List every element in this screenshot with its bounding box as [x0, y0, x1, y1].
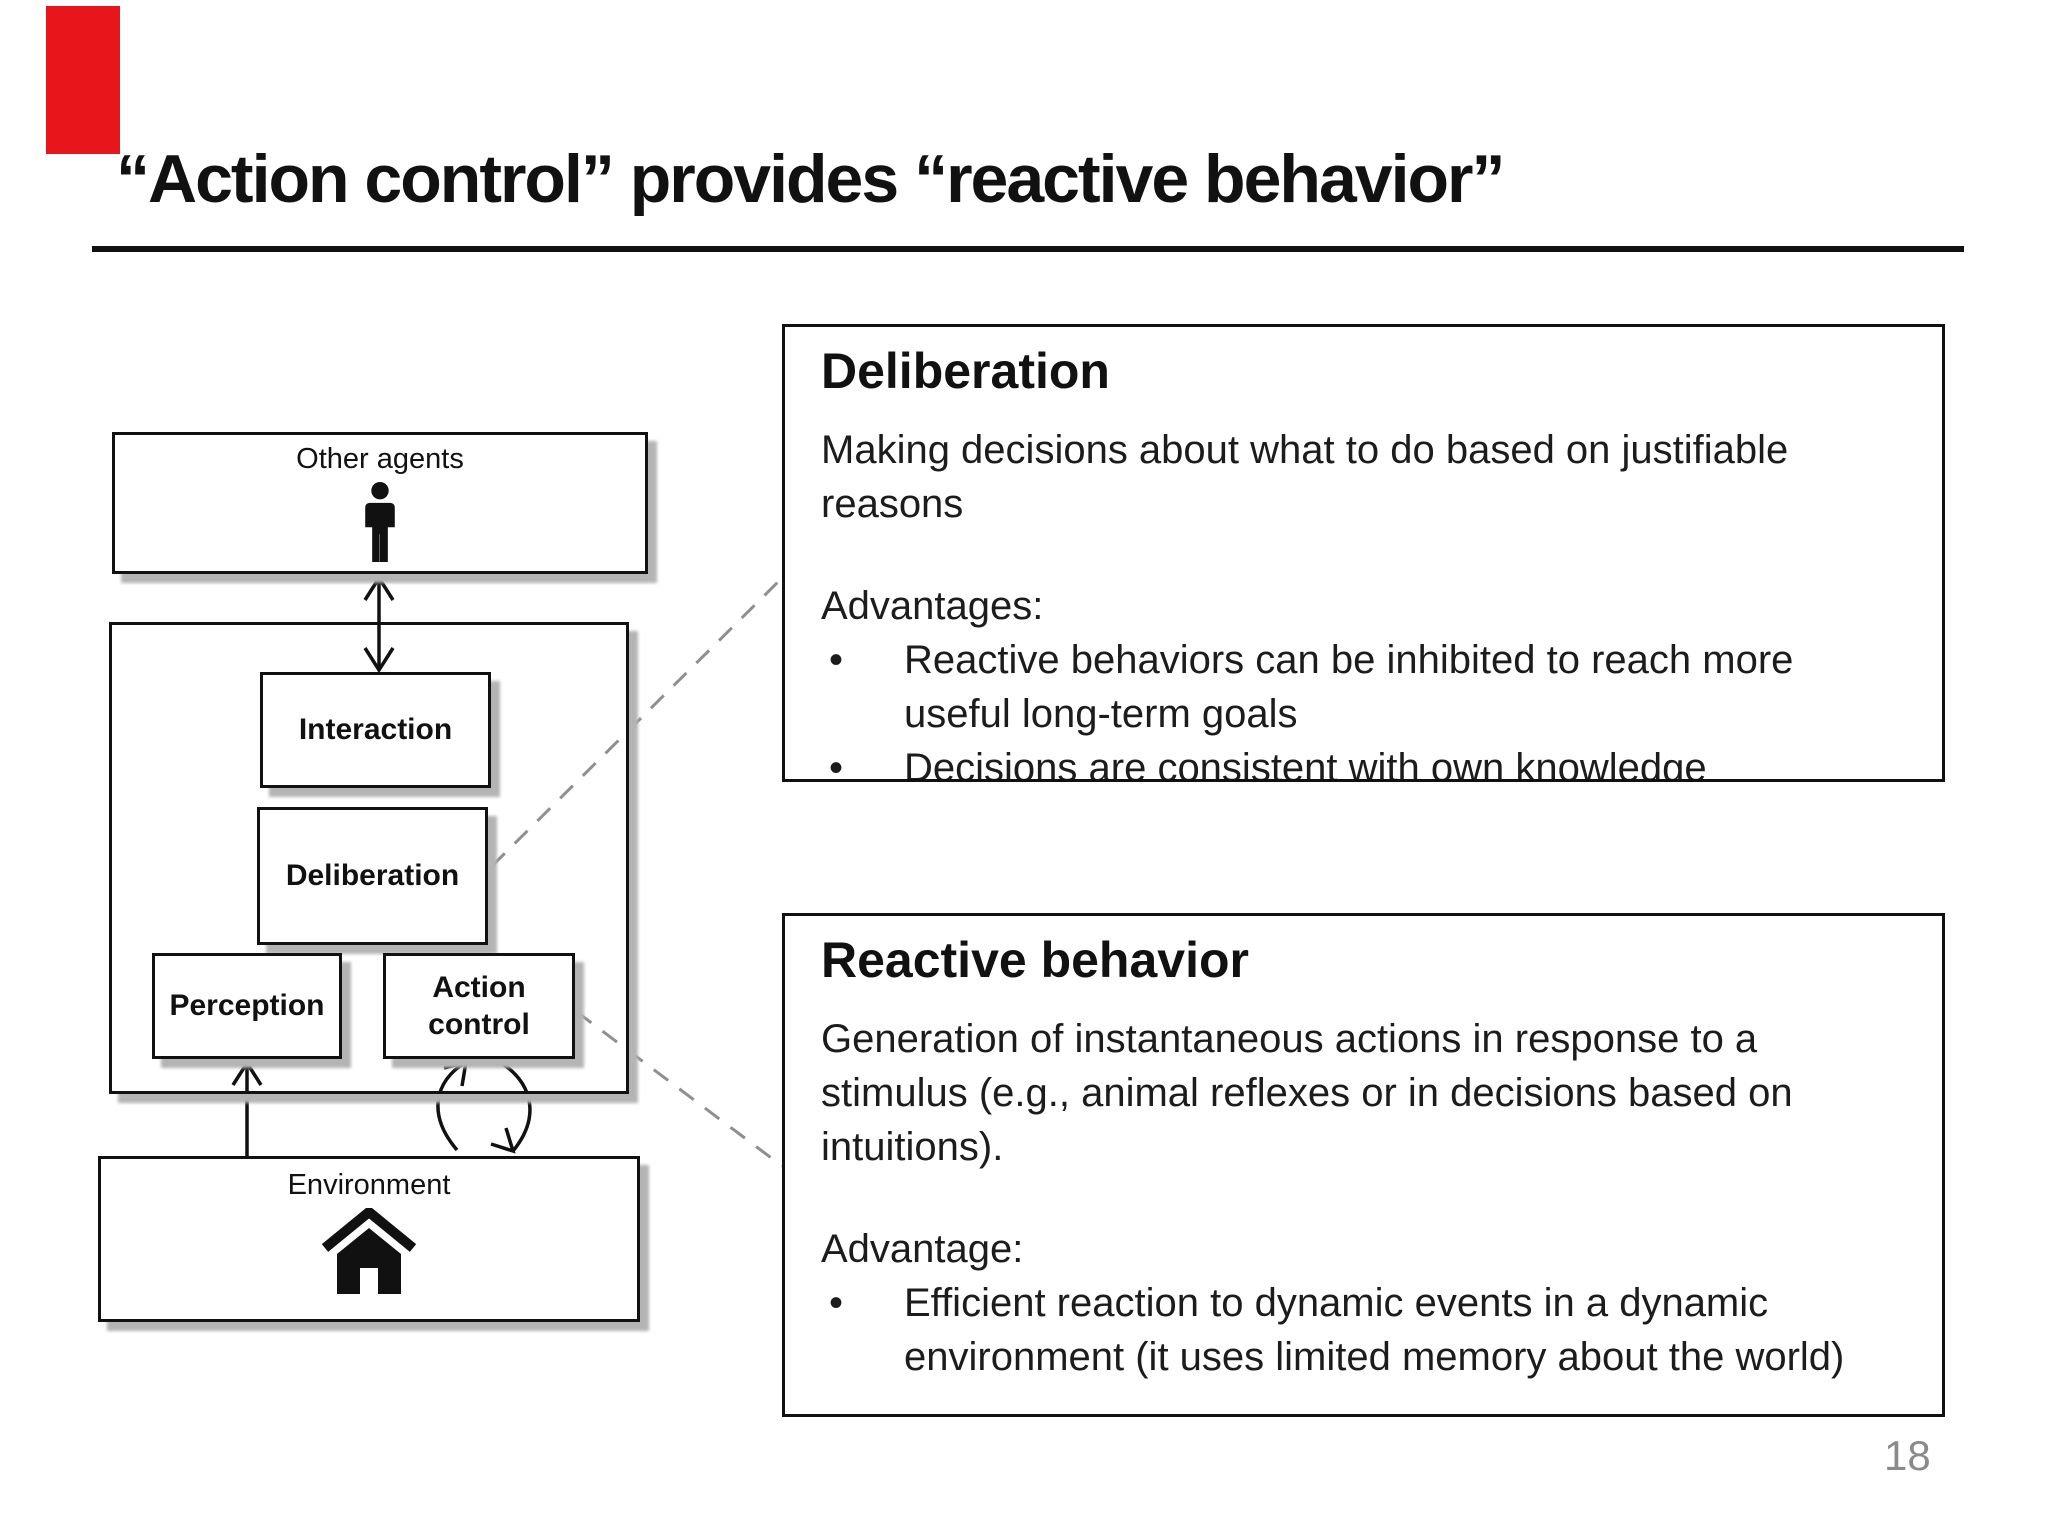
environment-label: Environment	[287, 1169, 451, 1201]
page-number: 18	[1884, 1432, 1931, 1479]
advantage-text: Efficient reaction to dynamic events in …	[904, 1280, 1845, 1379]
reactive-behavior-panel: Reactive behavior Generation of instanta…	[782, 913, 1945, 1417]
reactive-panel-title: Reactive behavior	[821, 932, 1249, 988]
action-control-box: Action control	[383, 953, 575, 1059]
bullet-icon: •	[829, 637, 844, 682]
deliberation-panel-description: Making decisions about what to do based …	[821, 427, 1789, 526]
advantages-label: Advantages:	[821, 583, 1044, 628]
list-item: • Efficient reaction to dynamic events i…	[821, 1276, 1872, 1384]
advantage-text: Reactive behaviors can be inhibited to r…	[904, 637, 1794, 736]
bullet-icon: •	[829, 1280, 844, 1325]
deliberation-panel: Deliberation Making decisions about what…	[782, 324, 1945, 782]
deliberation-panel-title: Deliberation	[821, 343, 1110, 399]
title-underline	[92, 246, 1964, 252]
page-title: “Action control” provides “reactive beha…	[116, 141, 1505, 217]
interaction-label: Interaction	[298, 713, 453, 747]
perception-label: Perception	[169, 989, 325, 1023]
other-agents-box: Other agents	[112, 432, 648, 574]
red-accent-bar	[46, 6, 120, 154]
advantage-label: Advantage:	[821, 1226, 1024, 1271]
action-control-label: Action control	[428, 970, 530, 1042]
perception-box: Perception	[152, 953, 342, 1059]
other-agents-label: Other agents	[296, 443, 464, 475]
person-icon	[115, 482, 645, 562]
bullet-icon: •	[829, 745, 844, 782]
list-item: • Reactive behaviors can be inhibited to…	[821, 633, 1872, 741]
reactive-panel-description: Generation of instantaneous actions in r…	[821, 1016, 1793, 1169]
agent-container-box	[109, 622, 629, 1094]
house-icon	[101, 1208, 637, 1296]
list-item: • Decisions are consistent with own know…	[821, 741, 1872, 782]
deliberation-box: Deliberation	[257, 807, 488, 945]
interaction-box: Interaction	[260, 672, 491, 788]
deliberation-label: Deliberation	[285, 859, 460, 893]
environment-box: Environment	[98, 1156, 640, 1322]
advantage-text: Decisions are consistent with own knowle…	[904, 745, 1707, 782]
